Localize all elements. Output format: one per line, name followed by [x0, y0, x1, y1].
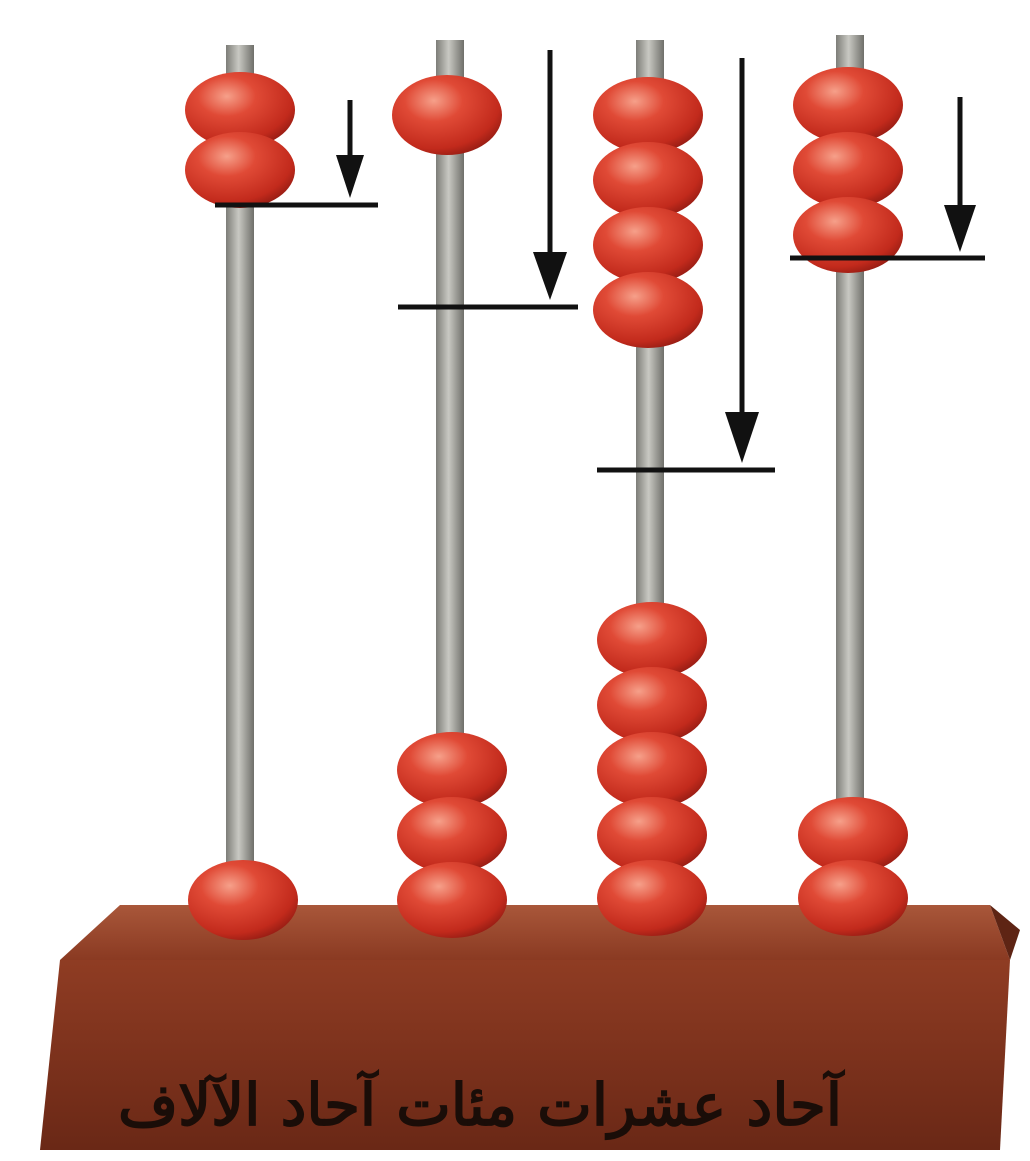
- place-value-labels: آحاد عشرات مئات آحاد الآلاف: [118, 1068, 846, 1141]
- bead: [397, 797, 507, 873]
- arrow-head: [336, 155, 364, 198]
- bead: [597, 667, 707, 743]
- bead: [593, 272, 703, 348]
- bead: [597, 602, 707, 678]
- bead: [397, 862, 507, 938]
- bead: [793, 197, 903, 273]
- bead: [188, 860, 298, 940]
- abacus-beads: [185, 67, 908, 940]
- bead: [793, 67, 903, 143]
- bead: [593, 207, 703, 283]
- bead: [593, 77, 703, 153]
- bead: [593, 142, 703, 218]
- arrow-head: [944, 205, 976, 252]
- bead: [798, 860, 908, 936]
- bead: [397, 732, 507, 808]
- bead: [185, 132, 295, 208]
- bead: [793, 132, 903, 208]
- arrow-head: [533, 252, 567, 300]
- bead: [392, 75, 502, 155]
- bead: [597, 860, 707, 936]
- bead: [597, 732, 707, 808]
- abacus-base: آحاد عشرات مئات آحاد الآلاف: [40, 905, 1020, 1150]
- abacus-rods: [226, 35, 864, 925]
- arrow-head: [725, 412, 759, 463]
